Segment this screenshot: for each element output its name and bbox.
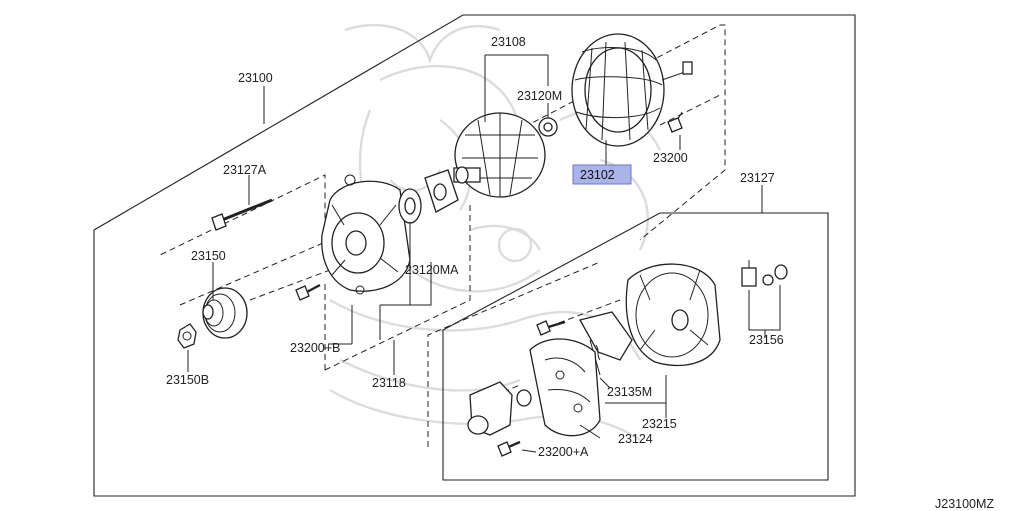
regulator-screw-part[interactable] — [497, 440, 521, 457]
label-23200a[interactable]: 23200+A — [538, 445, 589, 459]
pulley-part[interactable] — [202, 287, 248, 339]
housing-screw-part[interactable] — [295, 283, 321, 301]
rear-housing-part[interactable] — [625, 263, 721, 367]
diagram-code: J23100MZ — [935, 497, 994, 511]
brush-holder-part[interactable] — [579, 311, 633, 376]
pulley-nut-part[interactable] — [177, 323, 197, 349]
label-23100[interactable]: 23100 — [238, 71, 273, 85]
label-23124[interactable]: 23124 — [618, 432, 653, 446]
terminal-set-part[interactable] — [741, 260, 788, 287]
assembly-frame — [93, 14, 856, 497]
rectifier-part[interactable] — [529, 338, 601, 437]
callout-labels: 23100 23108 23120M 23102 23200 23127A 23… — [166, 35, 994, 511]
label-23156[interactable]: 23156 — [749, 333, 784, 347]
label-23120ma[interactable]: 23120MA — [405, 263, 459, 277]
label-23120m[interactable]: 23120M — [517, 89, 562, 103]
label-23118[interactable]: 23118 — [372, 376, 406, 390]
label-23200b[interactable]: 23200+B — [290, 341, 340, 355]
front-housing-part[interactable] — [321, 174, 411, 295]
rear-assembly-frame — [442, 212, 829, 481]
label-23135m[interactable]: 23135M — [607, 385, 652, 399]
label-23102[interactable]: 23102 — [580, 168, 615, 182]
through-bolt-part[interactable] — [211, 198, 273, 231]
label-23127[interactable]: 23127 — [740, 171, 775, 185]
label-23150b[interactable]: 23150B — [166, 373, 209, 387]
leader-lines — [187, 54, 781, 453]
stator-screw-part[interactable] — [667, 111, 683, 133]
label-23150[interactable]: 23150 — [191, 249, 226, 263]
rotor-part[interactable] — [453, 112, 546, 198]
label-23215[interactable]: 23215 — [642, 417, 677, 431]
label-23127a[interactable]: 23127A — [223, 163, 267, 177]
front-bearing-part[interactable] — [398, 169, 459, 224]
rear-bearing-part[interactable] — [538, 117, 558, 137]
stator-part[interactable] — [571, 33, 693, 147]
label-23108[interactable]: 23108 — [491, 35, 526, 49]
label-23200[interactable]: 23200 — [653, 151, 688, 165]
label-23102-highlight — [572, 164, 632, 185]
regulator-part[interactable] — [467, 381, 532, 436]
rectifier-screw-part[interactable] — [536, 320, 566, 336]
